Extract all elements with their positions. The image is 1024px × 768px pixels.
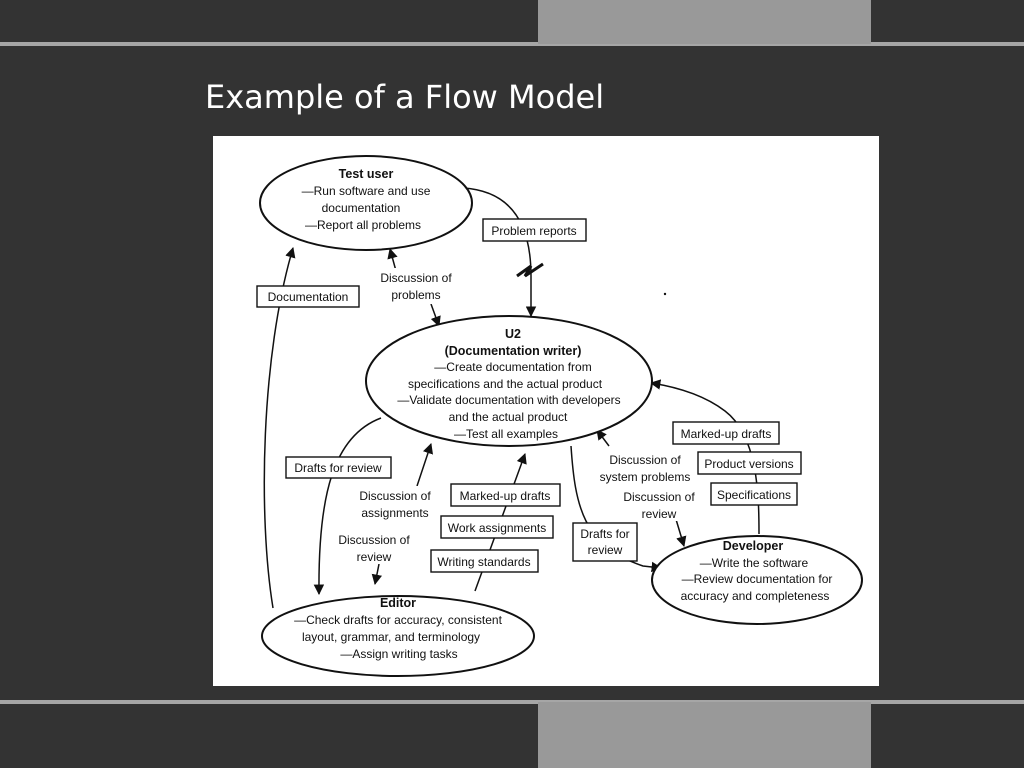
svg-text:Marked-up drafts: Marked-up drafts [460, 489, 551, 503]
svg-text:Drafts for: Drafts for [580, 527, 629, 541]
svg-text:Writing standards: Writing standards [437, 555, 530, 569]
label-specifications: Specifications [710, 482, 798, 506]
label-marked-up-drafts-right: Marked-up drafts [672, 421, 780, 445]
label-product-versions: Product versions [697, 451, 802, 475]
label-drafts-for-review-left: Drafts for review [285, 456, 392, 479]
developer-line-3: accuracy and completeness [681, 589, 830, 603]
bottom-accent-bar [538, 702, 871, 768]
svg-text:Discussion of: Discussion of [338, 533, 410, 547]
label-discussion-of-problems: Discussion of problems [375, 268, 459, 304]
label-discussion-of-assignments: Discussion of assignments [353, 486, 437, 522]
label-writing-standards: Writing standards [430, 549, 539, 573]
editor-line-3: —Assign writing tasks [340, 647, 457, 661]
svg-text:review: review [588, 543, 623, 557]
svg-text:Problem reports: Problem reports [491, 224, 576, 238]
edge-discussion-review-left [371, 563, 383, 586]
svg-text:assignments: assignments [361, 506, 428, 520]
label-problem-reports: Problem reports [482, 218, 587, 242]
test-user-line-3: —Report all problems [305, 218, 421, 232]
edge-discussion-assignments [416, 443, 433, 487]
node-editor: Editor —Check drafts for accuracy, consi… [261, 595, 535, 677]
u2-line-5: —Test all examples [454, 427, 558, 441]
editor-title: Editor [380, 596, 416, 610]
test-user-title: Test user [339, 167, 394, 181]
edge-problem-reports [462, 187, 537, 318]
edge-discussion-of-problems-up [387, 247, 398, 272]
editor-line-2: layout, grammar, and terminology [302, 630, 480, 644]
scan-speck [663, 292, 667, 296]
svg-text:review: review [642, 507, 677, 521]
svg-text:system problems: system problems [600, 470, 691, 484]
node-test-user: Test user —Run software and use document… [259, 155, 473, 251]
editor-line-1: —Check drafts for accuracy, consistent [294, 613, 503, 627]
label-work-assignments: Work assignments [440, 515, 554, 539]
label-discussion-of-system-problems: Discussion of system problems [598, 450, 694, 486]
flow-model-diagram: Test user —Run software and use document… [256, 155, 863, 677]
edge-discussion-system-problems [596, 429, 610, 447]
top-accent-bar [538, 0, 871, 44]
u2-line-2: specifications and the actual product [408, 377, 603, 391]
svg-text:Specifications: Specifications [717, 488, 791, 502]
u2-title-line-2: (Documentation writer) [445, 344, 582, 358]
developer-line-1: —Write the software [700, 556, 809, 570]
developer-line-2: —Review documentation for [682, 572, 833, 586]
test-user-line-1: —Run software and use [302, 184, 431, 198]
label-discussion-of-review-right: Discussion of review [618, 487, 702, 521]
svg-text:Marked-up drafts: Marked-up drafts [681, 427, 772, 441]
svg-text:Discussion of: Discussion of [609, 453, 681, 467]
label-documentation: Documentation [256, 285, 360, 308]
label-drafts-for-review-right: Drafts for review [572, 522, 638, 562]
bottom-rule [0, 700, 1024, 704]
u2-title-line-1: U2 [505, 327, 521, 341]
top-rule [0, 42, 1024, 46]
label-marked-up-drafts-center: Marked-up drafts [450, 483, 561, 507]
svg-text:Discussion of: Discussion of [380, 271, 452, 285]
svg-text:Documentation: Documentation [268, 290, 349, 304]
svg-text:Work assignments: Work assignments [448, 521, 546, 535]
svg-text:review: review [357, 550, 392, 564]
svg-text:Discussion of: Discussion of [359, 489, 431, 503]
svg-text:Discussion of: Discussion of [623, 490, 695, 504]
edge-discussion-of-problems-down [430, 303, 441, 327]
u2-line-4: and the actual product [449, 410, 568, 424]
label-discussion-of-review-left: Discussion of review [333, 530, 417, 564]
u2-line-1: —Create documentation from [434, 360, 591, 374]
flow-model-figure: Test user —Run software and use document… [213, 136, 879, 686]
node-u2-documentation-writer: U2 (Documentation writer) —Create docume… [365, 315, 653, 447]
svg-text:Drafts for review: Drafts for review [294, 461, 382, 475]
developer-title: Developer [723, 539, 784, 553]
slide-title: Example of a Flow Model [205, 78, 605, 116]
svg-text:Product versions: Product versions [704, 457, 793, 471]
lightning-squiggle-icon [516, 262, 544, 278]
test-user-line-2: documentation [322, 201, 401, 215]
svg-text:problems: problems [391, 288, 440, 302]
u2-line-3: —Validate documentation with developers [397, 393, 620, 407]
node-developer: Developer —Write the software —Review do… [651, 535, 863, 625]
